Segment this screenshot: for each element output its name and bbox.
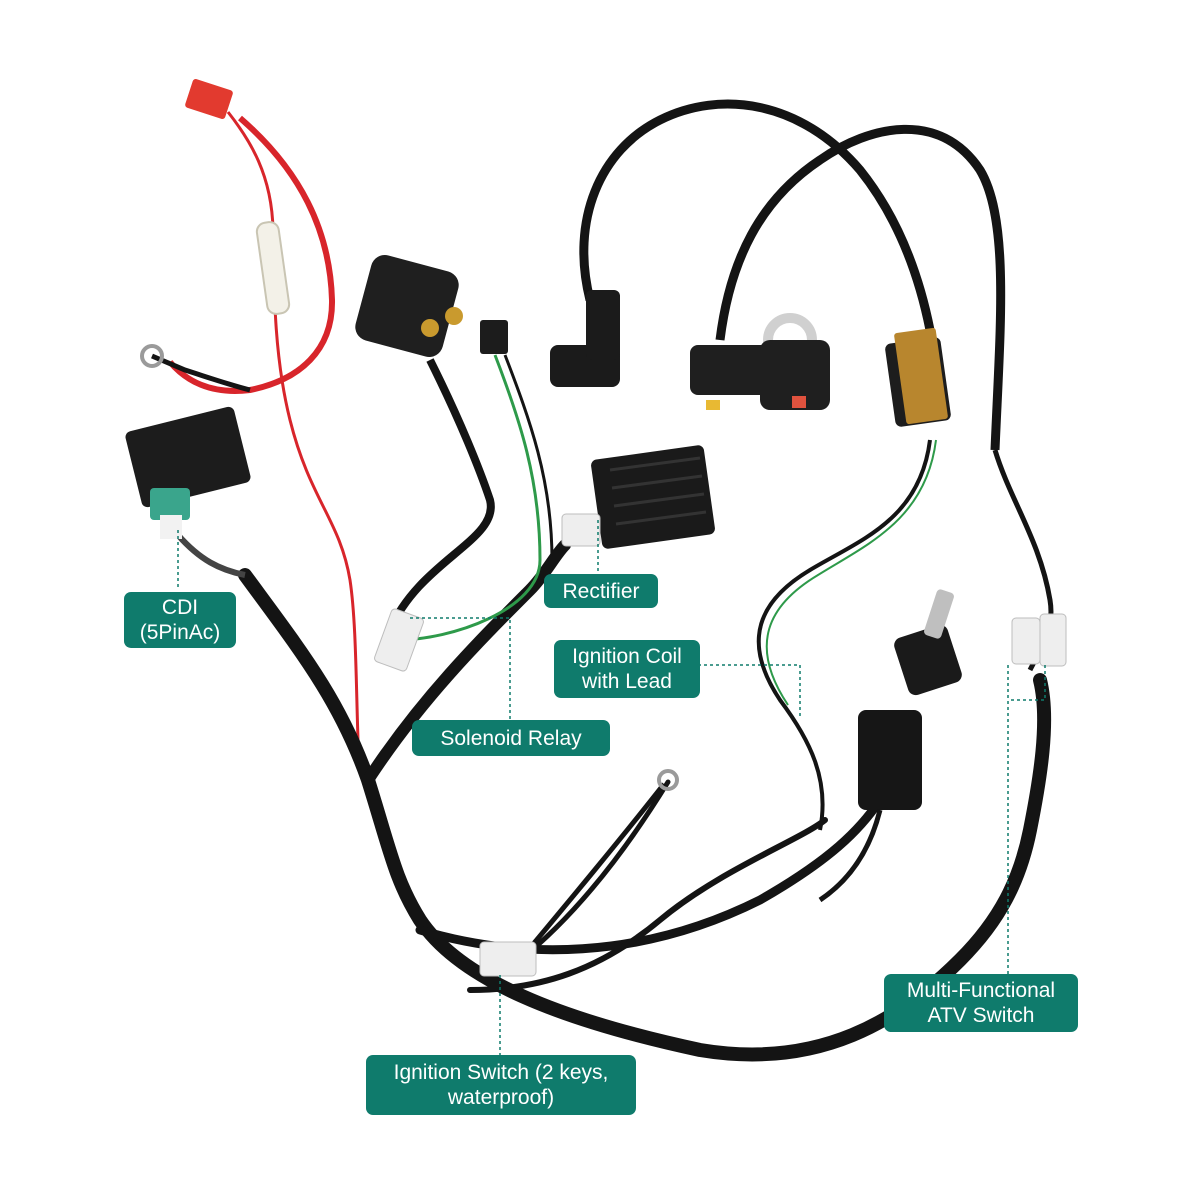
label-rectifier-line1: Rectifier	[562, 579, 640, 603]
ignition-coil-lead	[550, 99, 935, 387]
label-cdi-line1: CDI	[161, 596, 199, 619]
ignition-key-switch	[818, 589, 962, 903]
red-spade-connector	[185, 79, 233, 119]
label-ignition-coil: Ignition Coil with Lead	[554, 640, 700, 698]
cdi-connector	[150, 488, 190, 520]
ground-ring-terminal-left	[140, 344, 251, 393]
ground-ring-terminal-lower	[518, 769, 679, 962]
label-ignition-coil-line2: with Lead	[582, 670, 672, 693]
atv-switch-connector-b	[1039, 613, 1067, 667]
solenoid-plug	[480, 320, 508, 354]
atv-handlebar-switch	[690, 124, 1006, 451]
label-ignition-switch: Ignition Switch (2 keys, waterproof)	[366, 1055, 636, 1115]
key	[924, 589, 954, 639]
solenoid-relay-connector	[374, 608, 424, 672]
label-solenoid-relay-line1: Solenoid Relay	[440, 726, 582, 750]
red-power-lead	[167, 79, 360, 741]
main-harness-trunk	[238, 539, 1052, 1062]
label-atv-switch-line2: ATV Switch	[927, 1004, 1035, 1027]
leader-lines	[177, 520, 1046, 1055]
inline-fuse-holder	[255, 221, 291, 315]
label-atv-switch: Multi-Functional ATV Switch	[884, 974, 1078, 1032]
ignition-coil	[756, 327, 951, 831]
label-cdi: CDI (5PinAc)	[124, 592, 236, 648]
label-ignition-coil-line1: Ignition Coil	[572, 645, 682, 668]
atv-switch-connector-a	[1011, 617, 1041, 665]
label-cdi-line2: (5PinAc)	[139, 621, 221, 644]
coil-bracket	[894, 327, 948, 425]
atv-switch-branch	[992, 449, 1067, 672]
label-atv-switch-line1: Multi-Functional	[906, 979, 1056, 1002]
solenoid-relay	[355, 254, 554, 642]
label-rectifier: Rectifier	[544, 574, 658, 608]
ignition-switch-connector	[479, 941, 537, 977]
label-ignition-switch-line2: waterproof)	[447, 1086, 555, 1109]
cdi-unit	[125, 406, 251, 578]
rectifier-connector	[561, 513, 601, 547]
label-ignition-switch-line1: Ignition Switch (2 keys,	[393, 1061, 609, 1084]
label-solenoid-relay: Solenoid Relay	[412, 720, 610, 756]
rectifier	[561, 445, 715, 549]
